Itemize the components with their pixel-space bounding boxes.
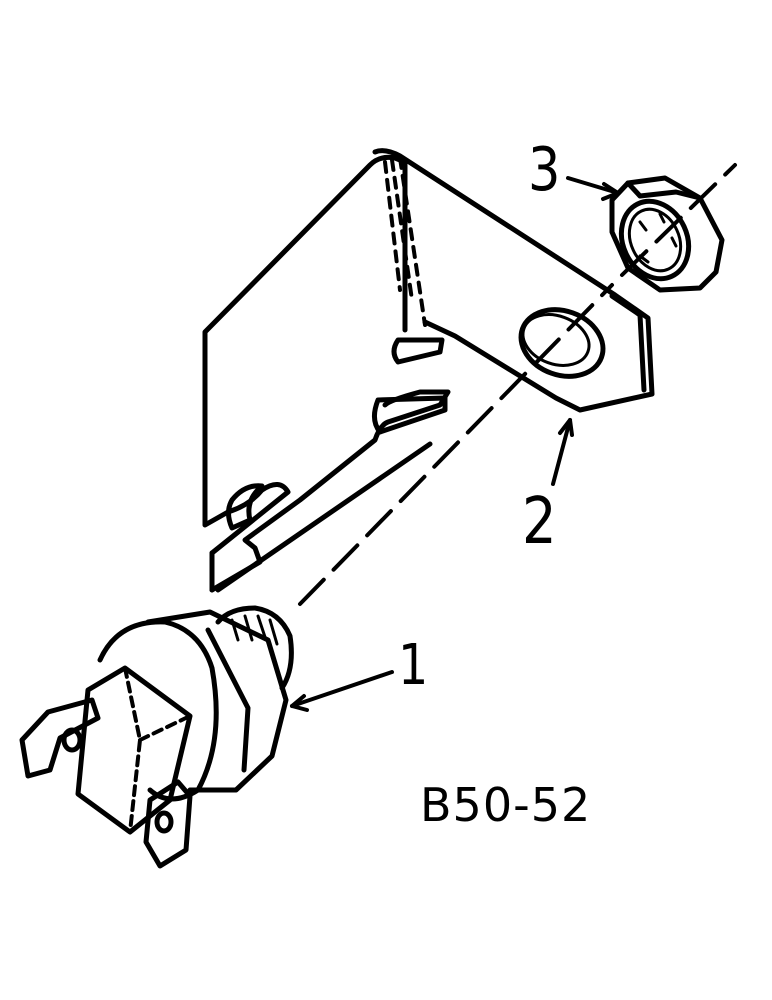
nut-thread-inner	[627, 207, 683, 273]
leader-arrow-1	[290, 694, 309, 712]
bracket-slot-lower	[226, 483, 265, 531]
nut-thread-outer	[618, 198, 692, 282]
switch-terminal-right-hole	[154, 810, 174, 834]
bracket-plate-thickness	[609, 293, 647, 393]
bracket-vertical-flange	[202, 154, 451, 593]
pressure-switch	[19, 605, 294, 869]
hex-nut	[609, 175, 725, 293]
switch-housing-edges	[123, 666, 192, 834]
switch-stem	[215, 605, 294, 691]
leader-line-3	[566, 176, 620, 195]
leader-arrow-3	[601, 182, 620, 201]
bracket-horizontal-plate	[372, 148, 655, 413]
switch-flange	[97, 619, 219, 802]
callout-part-1: 1	[398, 633, 429, 698]
switch-hex-body	[145, 609, 289, 793]
bracket	[202, 148, 655, 593]
callout-part-2: 2	[522, 485, 557, 559]
leader-line-1	[290, 670, 394, 708]
nut-outline	[609, 175, 725, 293]
callout-part-3: 3	[528, 135, 561, 205]
assembly-axis-line	[298, 163, 737, 606]
nut-thread-marks	[638, 212, 678, 264]
bracket-bend	[383, 156, 427, 327]
nut-top-edge	[625, 180, 703, 201]
switch-terminal-left-hole	[61, 727, 83, 753]
switch-terminal-right	[143, 779, 193, 869]
switch-terminal-left	[19, 697, 101, 779]
bracket-slot-middle	[372, 395, 448, 435]
leader-line-2	[551, 418, 572, 486]
leader-arrow-2	[558, 418, 574, 437]
bracket-slot-upper	[391, 337, 445, 365]
bracket-lower-edge	[209, 441, 433, 593]
bracket-hole-inner	[521, 313, 591, 367]
switch-hex-edge	[205, 627, 251, 773]
figure-code: B50-52	[420, 778, 592, 832]
